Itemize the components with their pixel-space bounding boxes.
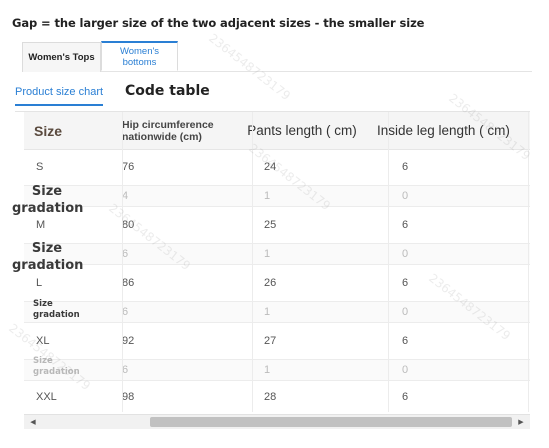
header-pants-length: Pants length ( cm) [247,122,357,138]
header-size: Size [34,122,63,139]
column-divider [252,112,253,412]
column-divider [122,112,123,412]
size-gradation-label: Size gradation [33,356,80,377]
table-row-gradation: 6 1 0 [24,302,530,323]
cell-hip: 4 [122,190,129,202]
cell-inside: 0 [402,190,409,202]
size-gradation-label: Size gradation [12,184,84,216]
cell-size: L [36,277,43,289]
table-row-gradation: 6 1 0 [24,244,530,265]
cell-pants: 1 [264,306,271,318]
cell-inside: 0 [402,248,409,260]
cell-inside: 6 [402,335,409,347]
category-tabs: Women's Tops Women's bottoms [22,41,532,72]
cell-pants: 1 [264,190,271,202]
size-gradation-label: Size gradation [33,299,80,320]
cell-size: XXL [36,391,57,403]
tab-womens-tops[interactable]: Women's Tops [22,42,101,72]
cell-size: XL [36,335,50,347]
cell-inside: 0 [402,364,409,376]
cell-pants: 24 [264,161,277,173]
table-row: M 80 25 6 [24,207,530,244]
header-hip-circumference: Hip circumference nationwide (cm) [122,118,214,143]
subtab-product-size-chart[interactable]: Product size chart [15,86,104,106]
table-row: L 86 26 6 [24,265,530,302]
cell-pants: 28 [264,391,277,403]
table-row: XL 92 27 6 [24,323,530,360]
cell-hip: 80 [122,219,135,231]
cell-hip: 6 [122,306,129,318]
size-table: Size Hip circumference nationwide (cm) P… [24,112,530,412]
cell-inside: 6 [402,219,409,231]
cell-pants: 1 [264,248,271,260]
cell-inside: 6 [402,391,409,403]
scroll-right-arrow-icon[interactable]: ▶ [518,419,524,426]
cell-hip: 76 [122,161,135,173]
horizontal-scrollbar[interactable]: ◀ ▶ [24,414,530,429]
cell-inside: 6 [402,277,409,289]
subtab-code-table[interactable]: Code table [125,83,210,99]
cell-hip: 86 [122,277,135,289]
table-row-gradation: 4 1 0 [24,186,530,207]
column-divider [388,112,389,412]
cell-hip: 6 [122,364,129,376]
cell-pants: 1 [264,364,271,376]
table-row: S 76 24 6 [24,149,530,186]
cell-inside: 0 [402,306,409,318]
cell-hip: 6 [122,248,129,260]
header-inside-leg-length: Inside leg length ( cm) [377,122,510,138]
cell-pants: 27 [264,335,277,347]
tab-womens-bottoms[interactable]: Women's bottoms [101,41,178,71]
cell-pants: 25 [264,219,277,231]
cell-inside: 6 [402,161,409,173]
scroll-left-arrow-icon[interactable]: ◀ [30,419,36,426]
cell-hip: 92 [122,335,135,347]
cell-pants: 26 [264,277,277,289]
page-headline: Gap = the larger size of the two adjacen… [12,16,425,30]
cell-size: M [36,219,46,231]
scrollbar-thumb[interactable] [150,417,512,427]
column-divider [528,112,529,412]
table-row-gradation: 6 1 0 [24,360,530,381]
subtab-divider [15,111,530,112]
cell-size: S [36,161,44,173]
size-gradation-label: Size gradation [12,241,84,273]
table-row: XXL 98 28 6 [24,379,530,412]
table-header: Size Hip circumference nationwide (cm) P… [24,112,530,150]
cell-hip: 98 [122,391,135,403]
